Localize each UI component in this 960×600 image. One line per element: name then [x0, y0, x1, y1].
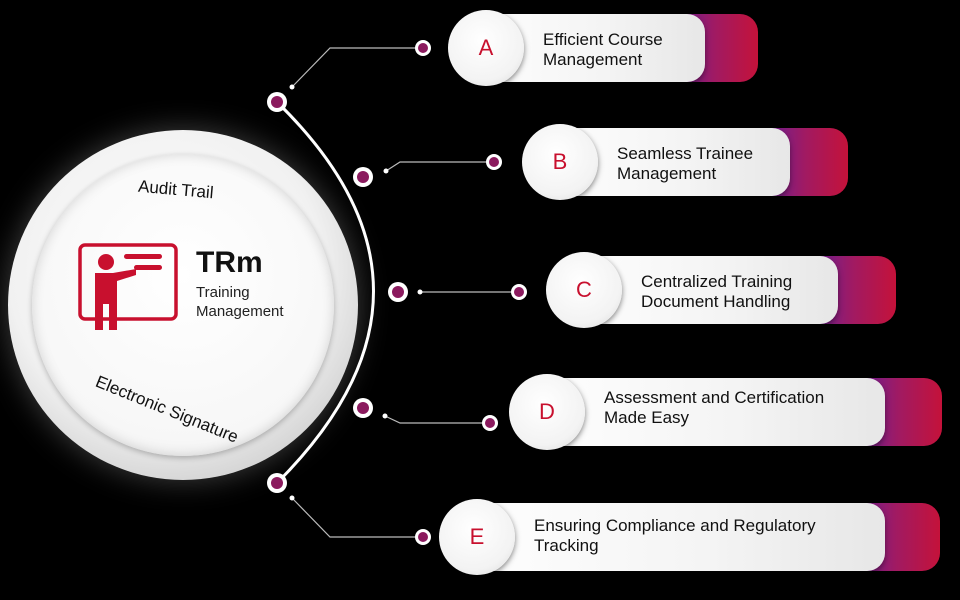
connector-e: [291, 497, 422, 538]
timeline-arc: [275, 100, 375, 485]
card-b-label: Seamless Trainee Management: [617, 144, 753, 184]
badge-c: C: [546, 252, 622, 328]
card-nodes: [415, 40, 527, 545]
card-a-line2: Management: [543, 50, 643, 69]
badge-a: A: [448, 10, 524, 86]
trm-subtitle-line1: Training: [196, 284, 250, 301]
card-b-line1: Seamless Trainee: [617, 144, 754, 163]
presenter-board-icon: [78, 243, 178, 330]
dot-c-inner: [417, 289, 423, 295]
card-b-line2: Management: [617, 164, 717, 183]
dot-d-inner: [382, 413, 388, 419]
trm-title: TRm: [196, 246, 263, 279]
badge-b: B: [522, 124, 598, 200]
dot-b-inner: [383, 168, 389, 174]
connector-b: [385, 161, 493, 172]
card-c-line1: Centralized Training: [641, 272, 793, 291]
hub-disc: [32, 154, 334, 456]
card-c-line2: Document Handling: [641, 292, 791, 311]
badge-d: D: [509, 374, 585, 450]
card-d-label: Assessment and Certification Made Easy: [604, 388, 824, 428]
card-e-line1: Ensuring Compliance and Regulatory: [534, 516, 816, 535]
card-e: [445, 503, 885, 571]
trm-subtitle: Training Management: [196, 283, 284, 321]
card-e-line2: Tracking: [534, 536, 599, 555]
card-c-label: Centralized Training Document Handling: [641, 272, 792, 312]
connector-a: [291, 47, 422, 88]
card-d-line1: Assessment and Certification: [604, 388, 825, 407]
dot-a-inner: [289, 84, 295, 90]
card-d-line2: Made Easy: [604, 408, 690, 427]
card-a-label: Efficient Course Management: [543, 30, 663, 70]
badge-e: E: [439, 499, 515, 575]
arc-nodes: [267, 92, 408, 493]
card-e-label: Ensuring Compliance and Regulatory Track…: [534, 516, 816, 556]
trm-subtitle-line2: Management: [196, 303, 284, 320]
connector-d: [384, 415, 489, 424]
dot-e-inner: [289, 495, 295, 501]
card-a-line1: Efficient Course: [543, 30, 663, 49]
